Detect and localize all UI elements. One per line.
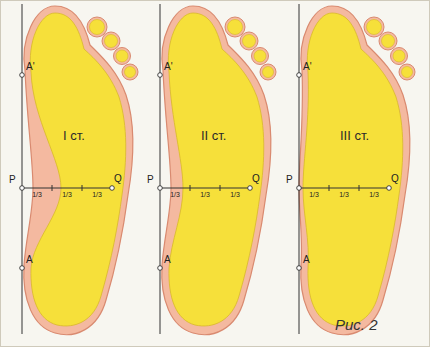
toe (102, 32, 120, 50)
toe (122, 64, 138, 80)
toe (87, 17, 107, 37)
pq-line (160, 188, 250, 189)
point-marker (158, 266, 163, 271)
foot-outline (5, 0, 145, 345)
foot-outline (143, 0, 283, 345)
toe-print (243, 35, 256, 48)
footprint-area (30, 13, 126, 326)
degree-label: III ст. (340, 128, 369, 143)
pq-line (299, 188, 389, 189)
point-marker (297, 266, 302, 271)
foot-print: III ст. (282, 0, 422, 345)
toe-print (402, 67, 413, 78)
third-mark: 1/3 (369, 191, 379, 198)
third-mark: 1/3 (339, 191, 349, 198)
toe-print (263, 67, 274, 78)
point-label: P (9, 175, 16, 185)
toe-print (382, 35, 395, 48)
point-marker (158, 73, 163, 78)
toe (391, 48, 408, 65)
point-label: A (26, 255, 33, 265)
tick (190, 185, 191, 191)
point-label: P (286, 175, 293, 185)
toe (252, 48, 269, 65)
toe (364, 17, 384, 37)
footprint-area (303, 13, 403, 326)
point-marker (20, 266, 25, 271)
figure-caption: Рис. 2 (335, 316, 378, 333)
foot-outline (282, 0, 422, 345)
tangent-line (22, 4, 23, 334)
point-marker (248, 186, 253, 191)
foot-contour (24, 6, 133, 335)
toe-print (90, 20, 105, 35)
degree-label: I ст. (63, 128, 85, 143)
toe (240, 32, 258, 50)
third-mark: 1/3 (92, 191, 102, 198)
foot-contour (162, 6, 271, 335)
point-marker (387, 186, 392, 191)
third-mark: 1/3 (200, 191, 210, 198)
tick (220, 185, 221, 191)
foot-contour (299, 6, 410, 335)
toe-print (116, 50, 128, 62)
point-label: A' (303, 62, 312, 72)
tick (52, 185, 53, 191)
point-label: A (164, 255, 171, 265)
foot-print: II ст. (143, 0, 283, 345)
point-marker (20, 73, 25, 78)
point-label: P (147, 175, 154, 185)
tick (329, 185, 330, 191)
third-mark: 1/3 (62, 191, 72, 198)
degree-label: II ст. (201, 128, 226, 143)
tangent-line (299, 4, 300, 334)
point-marker (20, 186, 25, 191)
third-mark: 1/3 (32, 191, 42, 198)
tick (82, 185, 83, 191)
point-label: A' (164, 62, 173, 72)
third-mark: 1/3 (170, 191, 180, 198)
toe-print (105, 35, 118, 48)
point-label: A (303, 255, 310, 265)
toe (379, 32, 397, 50)
toe (225, 17, 245, 37)
toe-print (393, 50, 405, 62)
point-label: Q (252, 174, 260, 184)
toe (114, 48, 131, 65)
point-label: Q (114, 174, 122, 184)
tangent-line (160, 4, 161, 334)
point-label: Q (391, 174, 399, 184)
third-mark: 1/3 (230, 191, 240, 198)
point-marker (297, 73, 302, 78)
point-label: A' (26, 62, 35, 72)
point-marker (110, 186, 115, 191)
third-mark: 1/3 (309, 191, 319, 198)
footprint-area (168, 13, 264, 326)
toe-print (254, 50, 266, 62)
point-marker (158, 186, 163, 191)
toe-print (367, 20, 382, 35)
toe-print (228, 20, 243, 35)
foot-print: I ст. (5, 0, 145, 345)
tick (359, 185, 360, 191)
pq-line (22, 188, 112, 189)
toe (399, 64, 415, 80)
toe-print (125, 67, 136, 78)
toe (260, 64, 276, 80)
point-marker (297, 186, 302, 191)
